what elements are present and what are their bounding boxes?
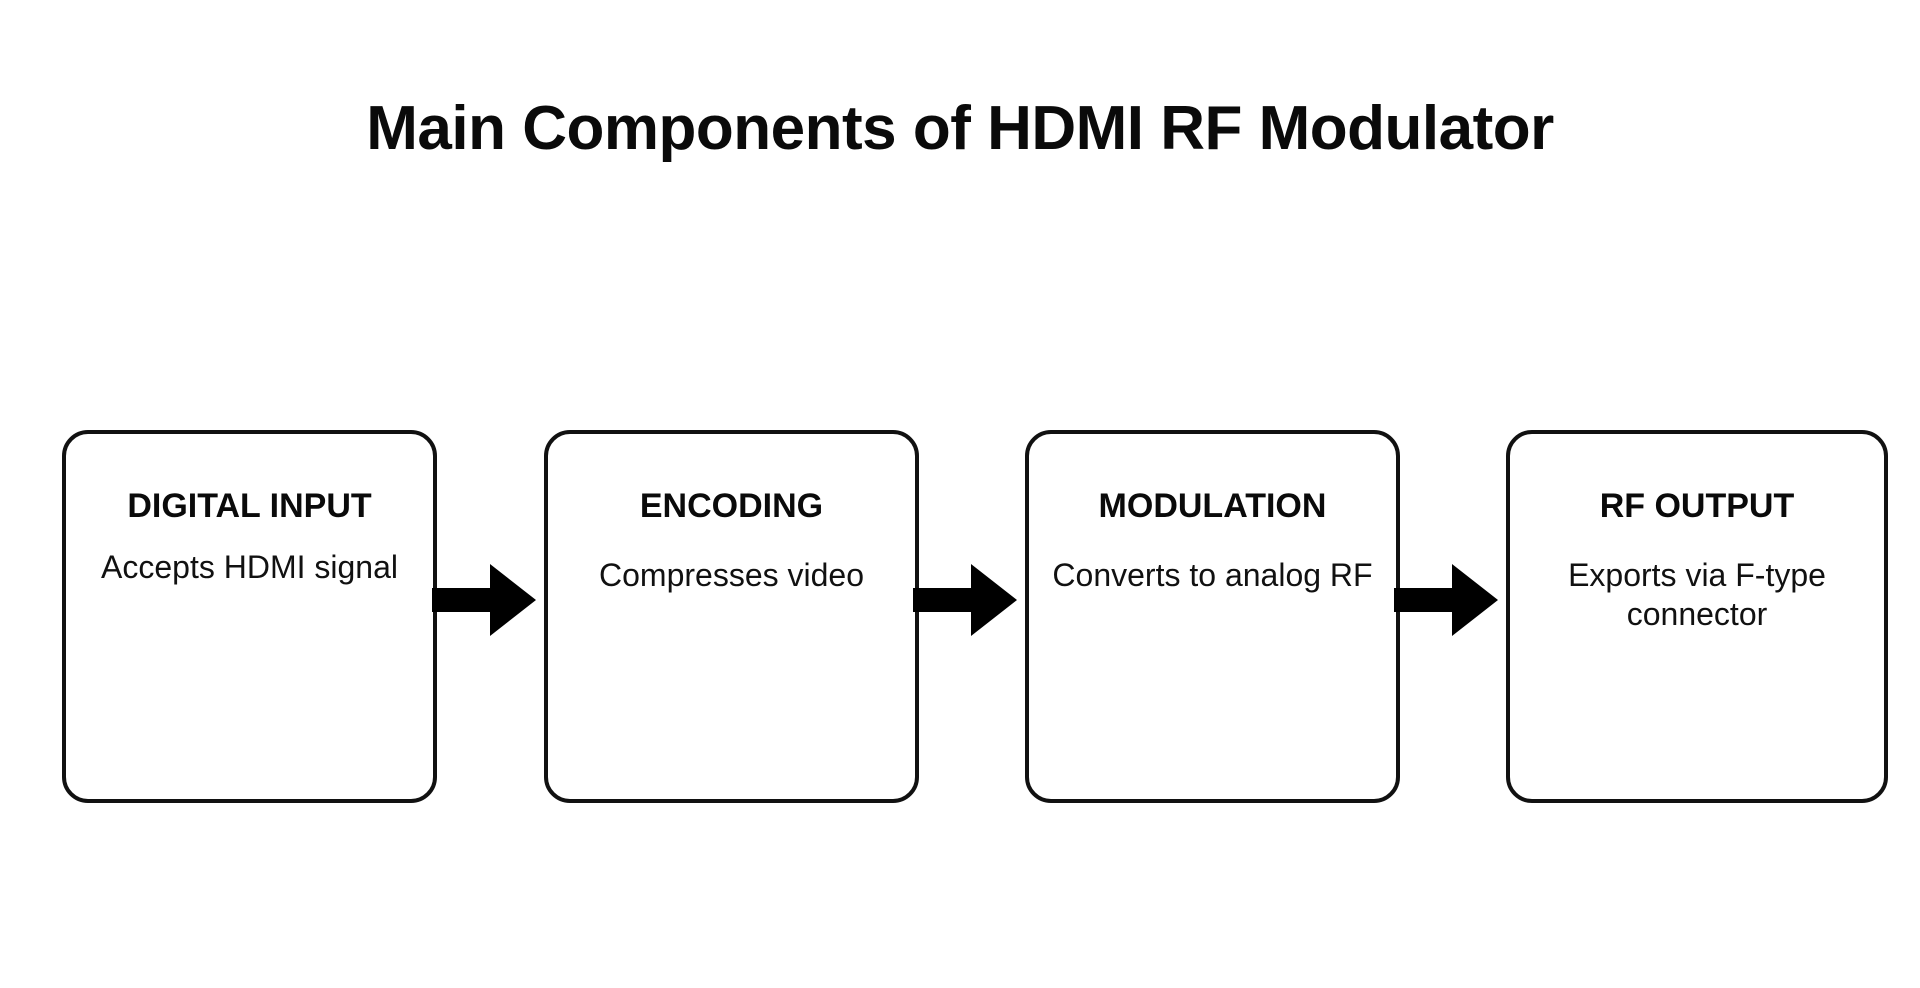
arrow-right-icon xyxy=(432,560,538,640)
flow-node-modulation[interactable]: MODULATION Converts to analog RF xyxy=(1025,430,1400,803)
flow-node-heading: DIGITAL INPUT xyxy=(127,487,372,525)
flow-node-description: Exports via F-type connector xyxy=(1568,557,1826,633)
flowchart-row: DIGITAL INPUT Accepts HDMI signal ENCODI… xyxy=(0,430,1920,806)
flow-node-heading: MODULATION xyxy=(1098,487,1327,525)
flow-node-rf-output[interactable]: RF OUTPUT Exports via F-type connector xyxy=(1506,430,1888,803)
flow-node-heading: RF OUTPUT xyxy=(1599,487,1795,525)
flow-node-heading: ENCODING xyxy=(639,487,824,525)
flow-node-description: Accepts HDMI signal xyxy=(101,549,398,586)
page-title: Main Components of HDMI RF Modulator xyxy=(366,94,1554,163)
flow-node-description: Converts to analog RF xyxy=(1052,557,1373,594)
flow-node-digital-input[interactable]: DIGITAL INPUT Accepts HDMI signal xyxy=(62,430,437,803)
flow-node-description: Compresses video xyxy=(599,557,864,594)
arrow-right-icon xyxy=(1394,560,1500,640)
arrow-right-icon xyxy=(913,560,1019,640)
flow-node-encoding[interactable]: ENCODING Compresses video xyxy=(544,430,919,803)
